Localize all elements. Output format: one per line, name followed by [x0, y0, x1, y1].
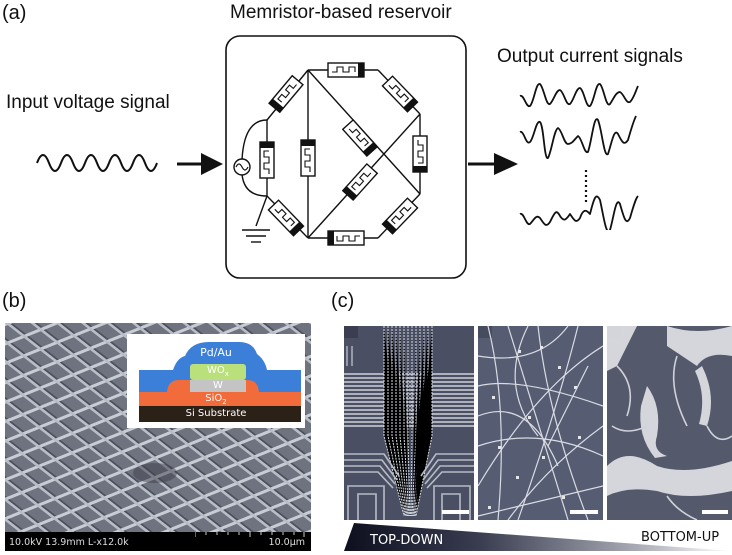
- sem-info-bar: 10.0kV 13.9mm L-x12.0k 10.0µm: [5, 532, 311, 551]
- input-label: Input voltage signal: [6, 92, 170, 113]
- output-signals: [519, 83, 639, 230]
- panel-c-label: (c): [331, 290, 355, 312]
- scale-ticks: [195, 532, 305, 537]
- memristor-icon: [327, 230, 365, 246]
- layer-w-label: W: [213, 380, 223, 391]
- memristor-icon: [327, 62, 365, 78]
- output-label: Output current signals: [497, 46, 683, 67]
- sem-top-down-image: [344, 326, 474, 520]
- layer-si-label: Si Substrate: [185, 408, 247, 419]
- reservoir-title: Memristor-based reservoir: [230, 2, 452, 23]
- panel-b-label: (b): [2, 290, 27, 312]
- memristor-icon: [300, 139, 316, 177]
- panel-a-label: (a): [2, 2, 27, 24]
- scale-label: 10.0µm: [268, 537, 305, 548]
- top-down-label: TOP-DOWN: [370, 533, 444, 548]
- layer-pdau-label: Pd/Au: [200, 346, 232, 359]
- bottom-up-label: BOTTOM-UP: [641, 530, 720, 545]
- memristor-icon: [412, 135, 428, 173]
- layer-wox-label: WOx: [207, 365, 229, 378]
- sem-nanowire-network-image: [478, 326, 603, 520]
- device-cross-section-inset: Pd/Au WOx W SiO2 Si Substrate: [127, 334, 305, 428]
- sem-bottom-up-image: [607, 326, 732, 520]
- top-down-bottom-up-gradient: [344, 523, 732, 551]
- sem-crossbar-image: Pd/Au WOx W SiO2 Si Substrate 10.0kV 13.…: [5, 323, 311, 551]
- output-arrow-icon: [468, 153, 518, 175]
- layer-sio2-label: SiO2: [205, 393, 227, 406]
- input-arrow-icon: [177, 153, 223, 175]
- sem-parameters: 10.0kV 13.9mm L-x12.0k: [9, 537, 129, 548]
- input-sine-wave: [36, 154, 158, 172]
- memristor-reservoir-diagram: [225, 35, 467, 279]
- memristor-icon: [259, 141, 275, 179]
- ac-source-icon: [233, 158, 251, 176]
